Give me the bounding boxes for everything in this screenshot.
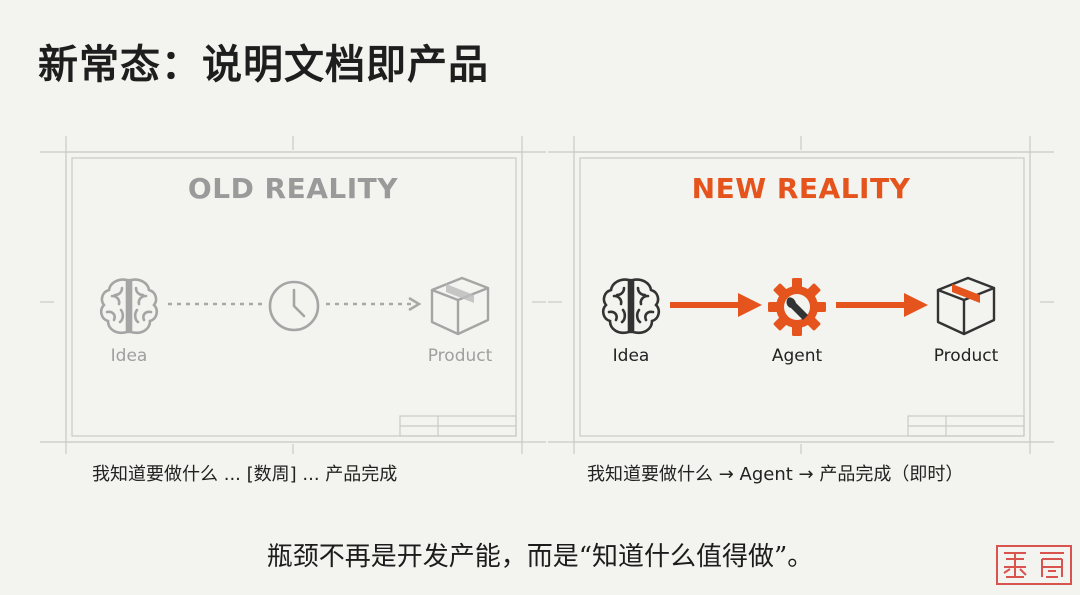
box-icon	[430, 276, 490, 336]
new-idea-label: Idea	[612, 346, 650, 366]
brain-icon	[99, 278, 159, 335]
new-reality-caption: 我知道要做什么 → Agent → 产品完成（即时）	[587, 464, 964, 485]
blueprint-frame	[40, 136, 546, 454]
bottom-quote: 瓶颈不再是开发产能，而是“知道什么值得做”。	[266, 542, 814, 572]
arrow-icon	[836, 293, 928, 317]
old-reality-title: OLD REALITY	[187, 172, 399, 205]
new-product-label: Product	[933, 346, 999, 366]
arrow-icon	[670, 293, 762, 317]
clock-icon	[268, 280, 320, 332]
red-seal-stamp-icon	[996, 545, 1072, 585]
agent-label: Agent	[771, 346, 823, 366]
old-reality-caption: 我知道要做什么 ... [数周] ... 产品完成	[92, 464, 398, 485]
brain-icon	[601, 278, 661, 335]
gear-wrench-icon	[768, 278, 826, 336]
dotted-arrow-connector	[168, 296, 422, 312]
old-product-label: Product	[427, 346, 493, 366]
old-reality-panel: OLD REALITY Idea Product	[40, 136, 546, 454]
blueprint-frame	[548, 136, 1054, 454]
new-reality-title: NEW REALITY	[691, 172, 911, 205]
page-title: 新常态：说明文档即产品	[38, 42, 489, 88]
old-idea-label: Idea	[110, 346, 148, 366]
box-icon	[936, 276, 996, 336]
new-reality-panel: NEW REALITY Idea Agent	[548, 136, 1054, 454]
